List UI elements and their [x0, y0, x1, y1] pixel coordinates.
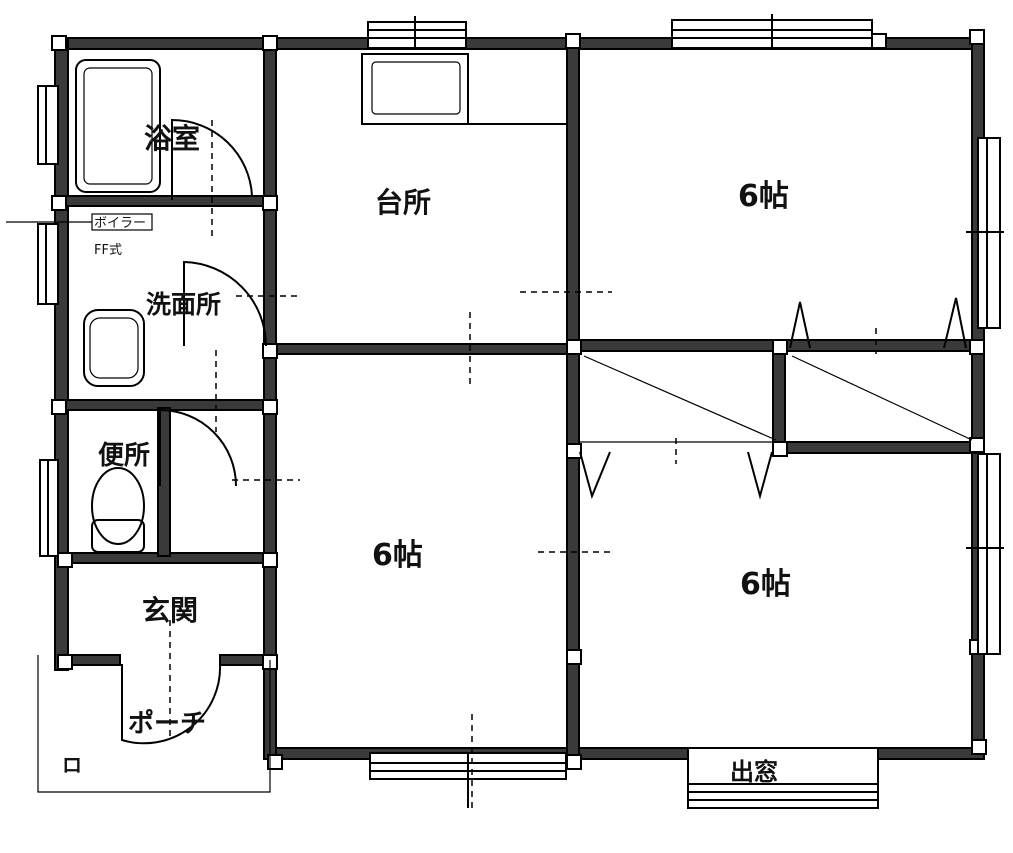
bathtub [75, 59, 161, 193]
label-boiler-line1: ボイラー [94, 216, 146, 231]
label-porch: ポーチ [128, 708, 206, 739]
label-bedroom-ne: 6帖 [738, 179, 789, 214]
fixtures [75, 53, 568, 553]
wash-basin [83, 309, 145, 387]
kitchen-sink [361, 53, 469, 125]
label-bedroom-w: 6帖 [372, 538, 423, 573]
doors [121, 118, 973, 745]
dimension-lines [6, 120, 877, 812]
label-kitchen: 台所 [375, 186, 431, 219]
toilet-fixture [91, 467, 145, 545]
label-boiler-line2: FF式 [94, 243, 122, 258]
structural-posts [51, 29, 987, 770]
label-toilet: 便所 [98, 441, 150, 471]
label-bay-window: 出窓 [730, 758, 778, 786]
windows [37, 14, 1004, 809]
label-washroom: 洗面所 [146, 290, 221, 319]
label-entrance: 玄関 [142, 594, 198, 627]
label-bath: 浴室 [144, 122, 200, 155]
porch-mark: ロ [62, 753, 82, 777]
room-labels: 浴室 台所 洗面所 便所 玄関 ポーチ 6帖 6帖 6帖 出窓 ボイラー FF式… [62, 122, 791, 786]
label-bedroom-se: 6帖 [740, 567, 791, 602]
